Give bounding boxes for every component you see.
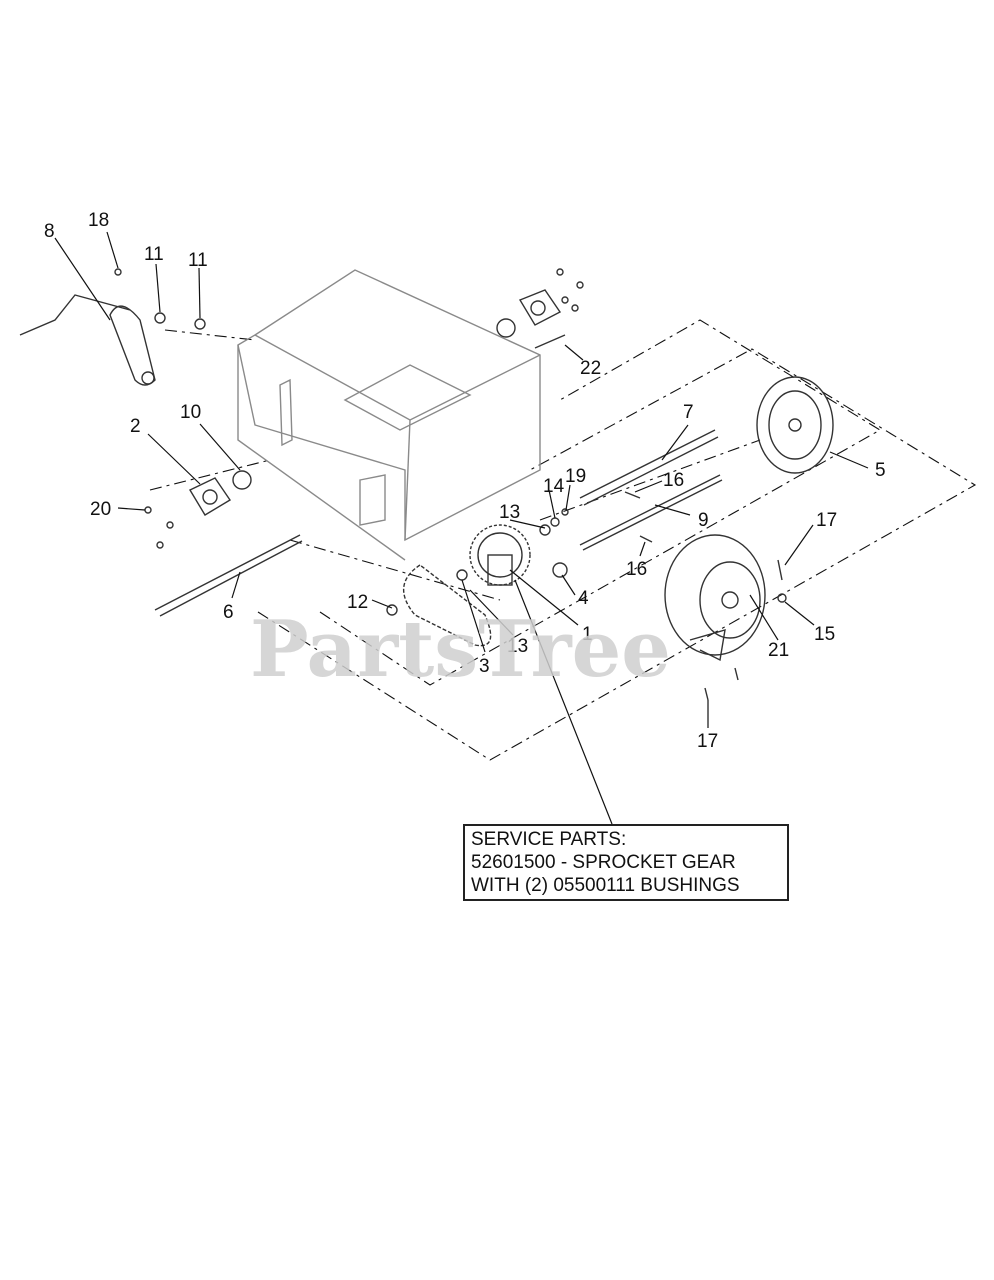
axle-part-6 xyxy=(154,534,303,617)
callout-16a: 16 xyxy=(663,470,684,491)
callout-19: 19 xyxy=(565,466,586,487)
callout-13a: 13 xyxy=(499,502,520,523)
callout-22: 22 xyxy=(580,358,601,379)
callout-11b: 11 xyxy=(188,250,208,271)
callout-9: 9 xyxy=(698,510,709,531)
callout-6: 6 xyxy=(223,602,234,623)
callout-labels: 8 18 11 11 2 10 20 6 12 3 13 1 4 13 14 1… xyxy=(44,210,886,752)
callout-8: 8 xyxy=(44,221,55,242)
wheel-part-21 xyxy=(664,534,766,662)
callout-5: 5 xyxy=(875,460,886,481)
callout-18: 18 xyxy=(88,210,109,231)
callout-16b: 16 xyxy=(626,559,647,580)
flange-part-22 xyxy=(496,289,566,349)
shafts-part-7-9 xyxy=(579,429,723,551)
boundary-lines xyxy=(149,319,977,761)
chain-part-3 xyxy=(402,564,492,647)
callout-2: 2 xyxy=(130,416,141,437)
callout-15: 15 xyxy=(814,624,835,645)
callout-11a: 11 xyxy=(144,244,164,265)
callout-17b: 17 xyxy=(697,731,718,752)
callout-7: 7 xyxy=(683,402,694,423)
frame-housing xyxy=(237,269,541,561)
callout-20: 20 xyxy=(90,499,111,520)
callout-14: 14 xyxy=(543,476,565,497)
callout-1: 1 xyxy=(582,624,593,645)
sprocket-part-1 xyxy=(469,524,531,586)
service-parts-title: SERVICE PARTS: xyxy=(471,829,627,850)
leader-lines xyxy=(54,231,869,825)
callout-13b: 13 xyxy=(507,636,528,657)
wheel-part-5 xyxy=(756,376,834,474)
callout-21: 21 xyxy=(768,640,789,661)
service-parts-box: SERVICE PARTS: 52601500 - SPROCKET GEAR … xyxy=(463,824,789,901)
callout-4: 4 xyxy=(578,588,589,609)
callout-10: 10 xyxy=(180,402,201,423)
service-parts-part-number: 52601500 - SPROCKET GEAR xyxy=(471,852,736,873)
callout-17a: 17 xyxy=(816,510,837,531)
callout-3: 3 xyxy=(479,656,490,677)
watermark: PartsTree xyxy=(250,604,671,695)
flange-part-2 xyxy=(189,470,252,516)
callout-12: 12 xyxy=(347,592,368,613)
service-parts-bushings: WITH (2) 05500111 BUSHINGS xyxy=(471,875,740,896)
lever-part-8 xyxy=(19,294,156,386)
